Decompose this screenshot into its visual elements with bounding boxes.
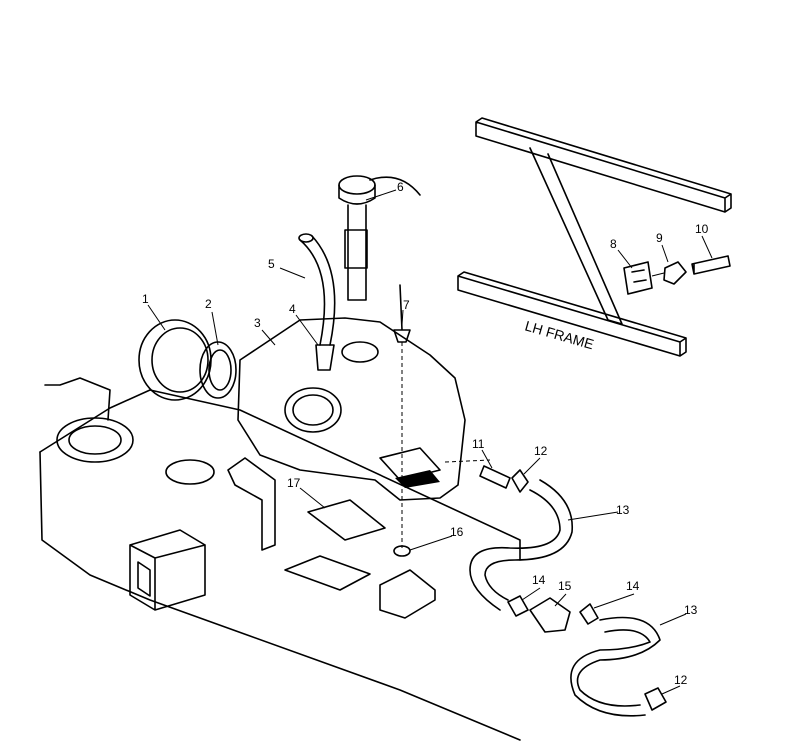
callout-14: 14 [532,573,546,587]
inline-filter [529,597,571,633]
callout-11: 11 [472,437,485,451]
callout-6: 6 [397,180,404,194]
callout-13b: 13 [684,603,698,617]
callout-7: 7 [403,298,410,312]
hose-clamp [511,469,529,493]
callout-4: 4 [289,302,296,316]
lh-frame [457,117,732,357]
callout-3: 3 [254,316,261,330]
level-sensor [338,175,421,301]
frame-hardware [623,255,731,295]
callout-8: 8 [610,237,617,251]
callout-10: 10 [695,222,709,236]
alignment-line [401,342,491,548]
oil-tank [237,317,466,501]
callout-2: 2 [205,297,212,311]
callout-16: 16 [450,525,464,539]
hose-clamp [507,595,529,617]
callout-12b: 12 [674,673,688,687]
callout-13: 13 [616,503,630,517]
callout-12: 12 [534,444,548,458]
callout-15: 15 [558,579,572,593]
callout-9: 9 [656,231,663,245]
filler-cap [138,319,237,401]
oil-hose-lower [570,616,661,717]
callout-5: 5 [268,257,275,271]
callout-1: 1 [142,292,149,306]
fitting [479,465,511,489]
hose-clamp [644,687,667,711]
main-frame [39,377,521,741]
leader-lines [147,189,713,695]
hose-clamp [579,603,599,625]
oil-hose-upper [469,479,573,611]
washer [393,545,411,557]
vent-hose [298,233,336,371]
callout-17: 17 [287,476,301,490]
callout-14b: 14 [626,579,640,593]
frame-label: LH FRAME [523,318,595,353]
foam-strip [307,499,386,541]
